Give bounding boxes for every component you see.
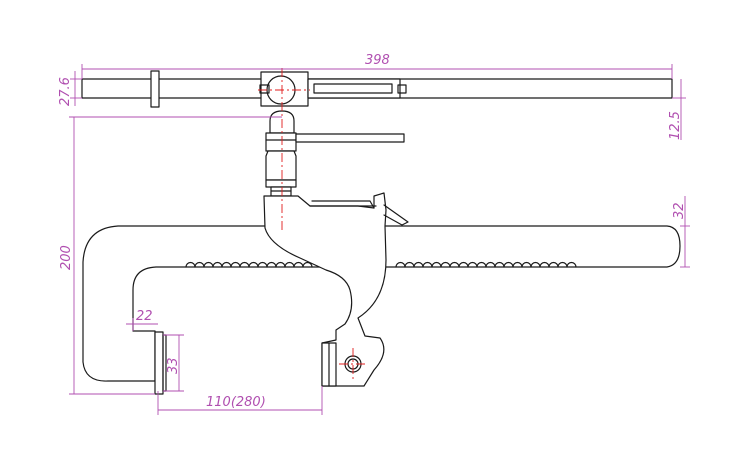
dim-bar-thickness: 12.5 — [668, 111, 683, 140]
t-handle-bar — [81, 70, 673, 108]
dim-jaw-height: 32 — [672, 202, 687, 219]
dim-overall-width: 398 — [365, 53, 390, 68]
dim-bar-height: 27.6 — [58, 77, 73, 106]
dim-foot-width: 22 — [136, 309, 153, 324]
dimension-lines — [69, 64, 690, 415]
sliding-jaw — [263, 192, 409, 387]
rack-teeth — [185, 261, 577, 268]
center-lines — [258, 68, 367, 380]
dim-opening: 110(280) — [206, 395, 266, 410]
dim-frame-height: 200 — [59, 245, 74, 270]
dim-foot-height: 33 — [166, 357, 181, 374]
screw-spindle — [265, 110, 405, 197]
